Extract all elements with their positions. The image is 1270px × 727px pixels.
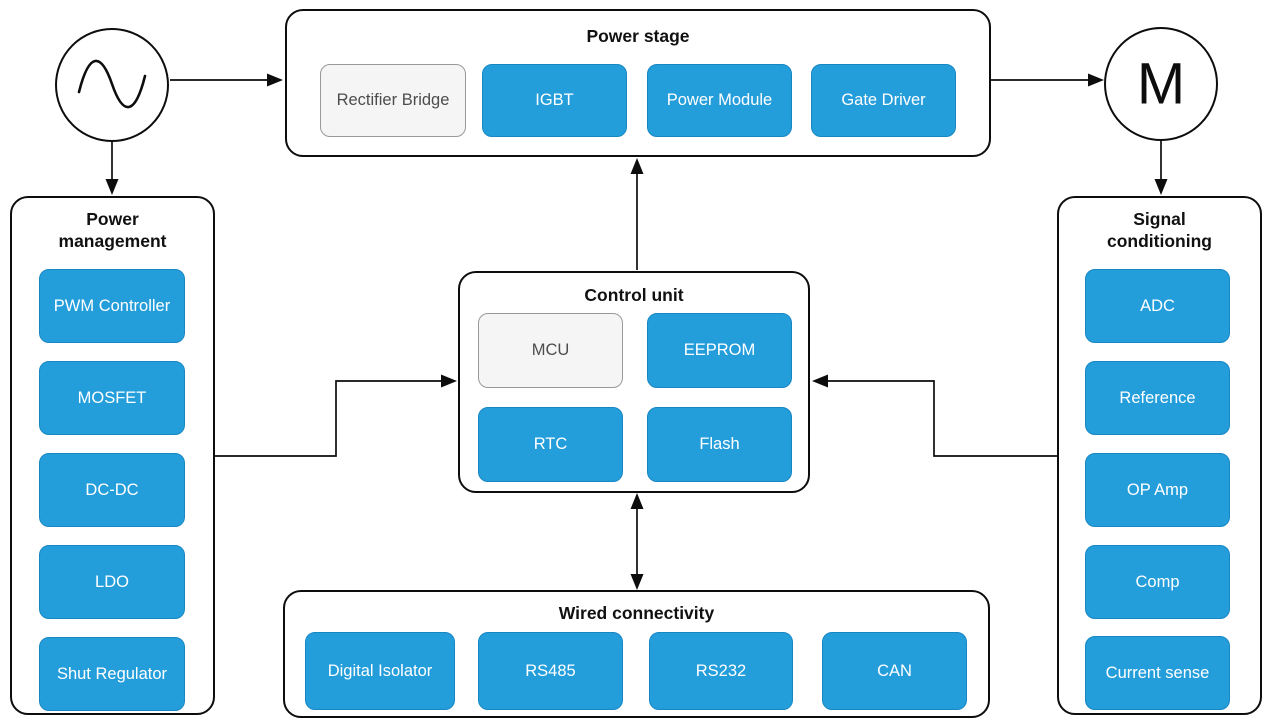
chip-mcu: MCU [478, 313, 623, 388]
arrow-control-unit-to-power-stage [630, 158, 644, 270]
chip-adc: ADC [1085, 269, 1230, 343]
signal-conditioning-title: Signal conditioning [1107, 209, 1212, 251]
motor-label: M [1137, 52, 1185, 117]
arrow-motor-to-signal-conditioning [1154, 140, 1168, 195]
chip-mosfet: MOSFET [39, 361, 185, 435]
chip-igbt: IGBT [482, 64, 627, 137]
chip-power-module: Power Module [647, 64, 792, 137]
arrow-control-unit-wired-connectivity [630, 493, 644, 590]
arrow-power-stage-to-motor [991, 73, 1104, 87]
chip-comp: Comp [1085, 545, 1230, 619]
chip-can: CAN [822, 632, 967, 710]
chip-op-amp: OP Amp [1085, 453, 1230, 527]
chip-reference: Reference [1085, 361, 1230, 435]
chip-rectifier-bridge: Rectifier Bridge [320, 64, 466, 137]
motor-node [1104, 27, 1218, 141]
ac-source-node [55, 28, 169, 142]
chip-flash: Flash [647, 407, 792, 482]
chip-pwm-controller: PWM Controller [39, 269, 185, 343]
chip-rs485: RS485 [478, 632, 623, 710]
power-management-title: Power management [58, 209, 167, 251]
chip-current-sense: Current sense [1085, 636, 1230, 710]
chip-dc-dc: DC-DC [39, 453, 185, 527]
chip-eeprom: EEPROM [647, 313, 792, 388]
arrow-power-management-to-control-unit [215, 374, 457, 457]
sine-wave-icon [77, 59, 147, 109]
chip-rs232: RS232 [649, 632, 793, 710]
power-stage-title: Power stage [586, 26, 690, 46]
arrow-signal-conditioning-to-control-unit [812, 374, 1057, 457]
wired-connectivity-title: Wired connectivity [558, 603, 715, 623]
arrow-source-to-power-stage [170, 73, 283, 87]
chip-digital-isolator: Digital Isolator [305, 632, 455, 710]
chip-ldo: LDO [39, 545, 185, 619]
chip-shut-regulator: Shut Regulator [39, 637, 185, 711]
chip-gate-driver: Gate Driver [811, 64, 956, 137]
arrow-source-to-power-management [105, 141, 119, 195]
control-unit-title: Control unit [584, 285, 684, 305]
chip-rtc: RTC [478, 407, 623, 482]
